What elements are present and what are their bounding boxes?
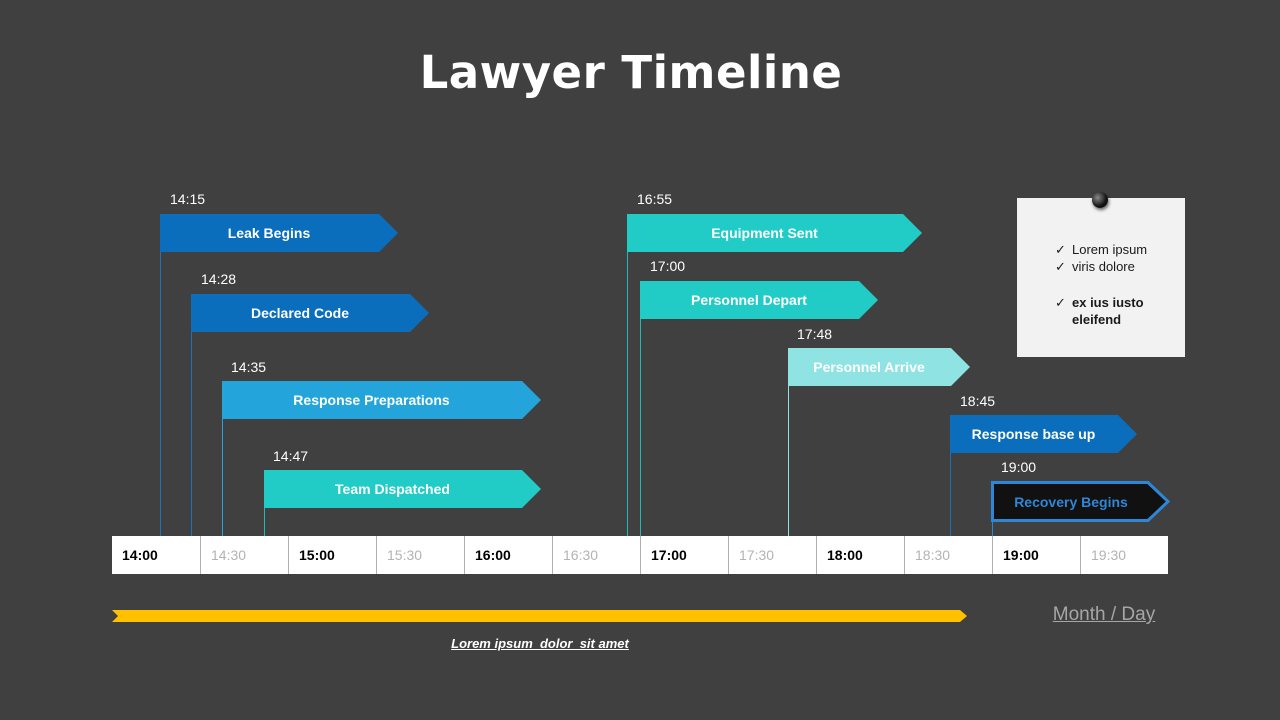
event-arrow-equipment-sent: Equipment Sent — [627, 214, 922, 252]
axis-tick: 16:30 — [552, 536, 640, 574]
month-day-label: Month / Day — [1052, 604, 1156, 625]
event-time: 17:00 — [650, 258, 686, 274]
axis-tick: 17:30 — [728, 536, 816, 574]
axis-tick: 19:30 — [1080, 536, 1168, 574]
event-arrow-personnel-depart: Personnel Depart — [640, 281, 878, 319]
note-item-text: eleifend — [1072, 312, 1122, 327]
note-item-text: ex ius iusto — [1072, 295, 1144, 310]
checkmark-icon: ✓ — [1055, 295, 1066, 310]
axis-tick: 15:30 — [376, 536, 464, 574]
caption-text: Lorem ipsum dolor sit amet — [451, 636, 629, 651]
event-time: 14:47 — [273, 448, 309, 464]
event-time: 16:55 — [637, 191, 673, 207]
sticky-note: ✓ Lorem ipsum ✓ viris dolore ✓ ex ius iu… — [1017, 198, 1185, 357]
axis-tick: 14:00 — [122, 547, 158, 563]
event-time: 18:45 — [960, 393, 996, 409]
event-arrow-recovery-begins: Recovery Begins — [991, 481, 1171, 522]
event-arrow-team-dispatched: Team Dispatched — [264, 470, 541, 508]
event-time: 17:48 — [797, 326, 833, 342]
connector-line — [640, 281, 641, 536]
axis-tick: 15:00 — [288, 536, 376, 574]
event-label: Recovery Begins — [1014, 493, 1128, 510]
axis-tick: 18:00 — [816, 536, 904, 574]
event-time: 14:35 — [231, 359, 267, 375]
event-arrow-personnel-arrive: Personnel Arrive — [788, 348, 970, 386]
note-item-text: Lorem ipsum — [1072, 242, 1148, 257]
axis-tick: 16:00 — [464, 536, 552, 574]
progress-bar — [112, 610, 967, 622]
event-arrow-declared-code: Declared Code — [191, 294, 429, 332]
connector-line — [191, 294, 192, 536]
connector-line — [950, 415, 951, 536]
connector-line — [222, 381, 223, 536]
pushpin-icon — [1092, 192, 1108, 208]
event-arrow-response-base-up: Response base up — [950, 415, 1137, 453]
event-time: 14:28 — [201, 271, 237, 287]
checkmark-icon: ✓ — [1055, 259, 1066, 274]
axis-tick: 14:30 — [200, 536, 288, 574]
connector-line — [788, 348, 789, 536]
axis-tick: 19:00 — [992, 536, 1080, 574]
arrow-outline-shape — [991, 481, 1171, 522]
connector-line — [160, 214, 161, 536]
progress-fill — [112, 610, 967, 622]
event-arrow-response-preparations: Response Preparations — [222, 381, 541, 419]
checkmark-icon: ✓ — [1055, 242, 1066, 257]
axis-tick: 17:00 — [640, 536, 728, 574]
axis-tick: 18:30 — [904, 536, 992, 574]
page-title: Lawyer Timeline — [419, 46, 843, 99]
event-arrow-leak-begins: Leak Begins — [160, 214, 398, 252]
event-time: 19:00 — [1001, 459, 1037, 475]
time-axis: 14:00 14:30 15:00 15:30 16:00 16:30 17:0… — [112, 536, 1168, 574]
note-item-text: viris dolore — [1072, 259, 1135, 274]
event-time: 14:15 — [170, 191, 206, 207]
connector-line — [627, 214, 628, 536]
